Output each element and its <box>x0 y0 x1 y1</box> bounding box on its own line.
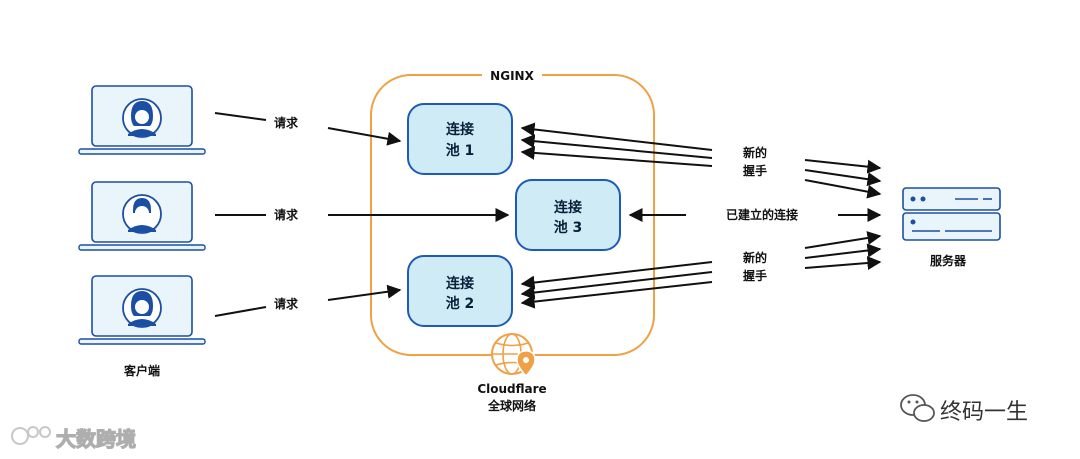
svg-text:连接: 连接 <box>554 199 582 216</box>
svg-text:连接: 连接 <box>446 121 474 138</box>
svg-text:池 3: 池 3 <box>554 219 583 236</box>
new-handshake-bottom-line1: 新的 <box>743 250 767 265</box>
svg-text:池 1: 池 1 <box>446 142 475 159</box>
client-laptop-1 <box>78 85 206 155</box>
request-label-2: 请求 <box>274 207 299 222</box>
clients-label: 客户端 <box>123 363 160 378</box>
server-label: 服务器 <box>930 253 967 268</box>
location-pin-icon <box>516 350 536 378</box>
server-icon <box>902 187 1001 241</box>
watermark-left: 大数跨境 <box>56 427 136 451</box>
client-laptop-2 <box>78 181 206 251</box>
global-network-label: 全球网络 <box>487 398 536 413</box>
client-laptop-3 <box>78 275 206 345</box>
established-connection-label: 已建立的连接 <box>726 207 798 222</box>
watermark-right: 终码一生 <box>940 400 1028 425</box>
connection-pool-2: 连接 池 2 <box>407 255 513 327</box>
svg-text:池 2: 池 2 <box>446 295 475 312</box>
request-label-1: 请求 <box>274 115 299 130</box>
watermark-logo-left <box>11 426 51 445</box>
new-handshake-top-line1: 新的 <box>743 145 767 160</box>
request-label-3: 请求 <box>274 296 299 311</box>
new-handshake-top-line2: 握手 <box>743 163 767 178</box>
connection-pool-1: 连接 池 1 <box>407 103 513 175</box>
wechat-icon <box>900 394 935 422</box>
new-handshake-bottom-line2: 握手 <box>743 268 767 283</box>
svg-text:连接: 连接 <box>446 275 474 292</box>
nginx-label: NGINX <box>490 69 534 83</box>
cloudflare-label: Cloudflare <box>477 382 546 396</box>
connection-pool-3: 连接 池 3 <box>515 179 621 251</box>
